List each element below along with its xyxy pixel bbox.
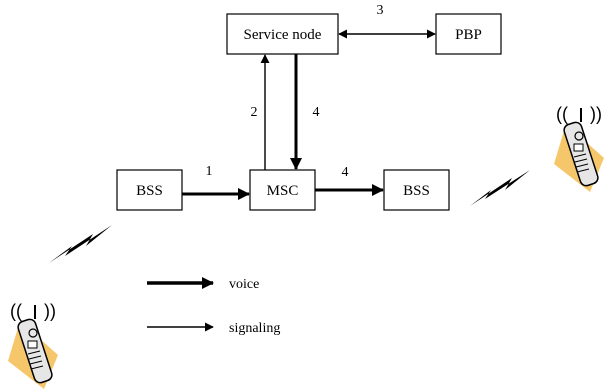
pbp-box: PBP — [435, 13, 502, 55]
lightning-bolt-icon — [49, 225, 112, 263]
lightning-bolt-icon — [470, 170, 530, 206]
edge-label-4-horizontal: 4 — [342, 165, 349, 180]
bss-right-label: BSS — [403, 183, 430, 199]
service-node-box: Service node — [226, 13, 339, 55]
edge-label-2: 2 — [251, 105, 258, 120]
legend-signaling-label: signaling — [229, 321, 280, 336]
svg-text:)): )) — [44, 301, 56, 321]
edge-label-4-vertical: 4 — [313, 105, 320, 120]
edge-label-1: 1 — [206, 164, 213, 179]
bss-right-box: BSS — [383, 169, 450, 211]
service-node-label: Service node — [244, 27, 322, 43]
legend: voice signaling — [147, 277, 280, 336]
legend-voice-label: voice — [229, 277, 259, 292]
svg-text:)): )) — [590, 104, 602, 124]
bss-left-box: BSS — [116, 169, 183, 211]
msc-box: MSC — [249, 169, 316, 211]
svg-text:((: (( — [10, 301, 22, 321]
bss-left-label: BSS — [136, 183, 163, 199]
mobile-phone-icon: (( )) — [554, 104, 604, 192]
edge-label-3: 3 — [377, 3, 384, 18]
pbp-label: PBP — [455, 27, 482, 43]
msc-label: MSC — [267, 183, 299, 199]
mobile-phone-icon: (( )) — [8, 301, 58, 389]
svg-text:((: (( — [556, 104, 568, 124]
